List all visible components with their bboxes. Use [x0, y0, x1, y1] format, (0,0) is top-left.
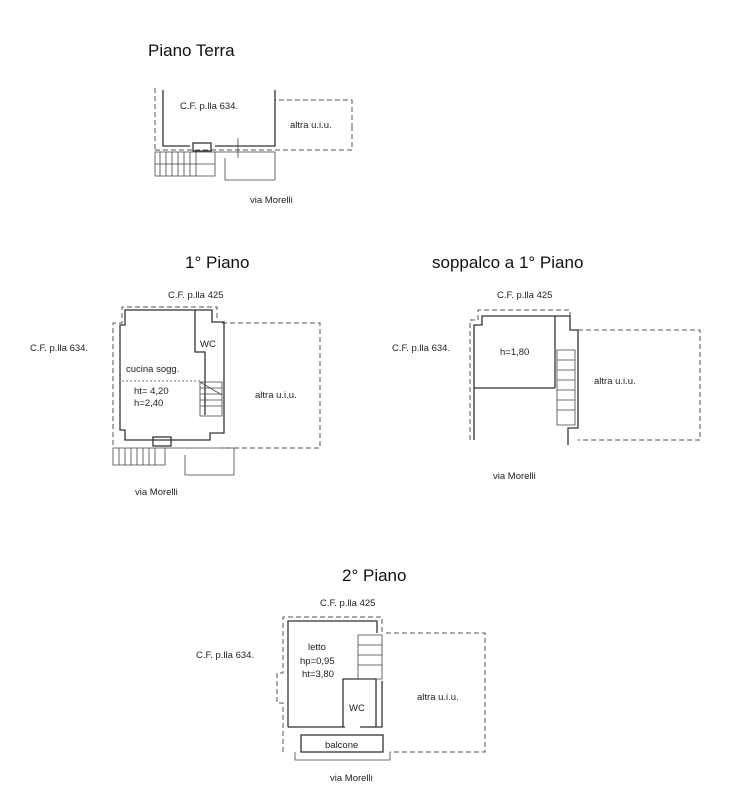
boundary-dashed	[112, 306, 321, 449]
height: h=1,80	[500, 347, 529, 358]
plan-title: 2° Piano	[342, 566, 406, 585]
balcony	[300, 734, 384, 753]
street-label: via Morelli	[250, 195, 293, 206]
walls	[473, 315, 556, 440]
sidewalk	[165, 447, 235, 476]
walls-right	[555, 315, 579, 445]
height-top: ht=3,80	[302, 669, 334, 680]
walls	[162, 90, 276, 147]
plan-piano-terra: Piano Terra C.F. p.lla 634. altra u.i.u.…	[148, 41, 353, 206]
room-label: cucina sogg.	[126, 364, 179, 375]
plan-title: Piano Terra	[148, 41, 235, 60]
parcel-top-label: C.F. p.lla 425	[168, 290, 223, 301]
other-unit-label: altra u.i.u.	[255, 390, 297, 401]
wc-wall	[194, 310, 206, 415]
plan-title: 1° Piano	[185, 253, 249, 272]
stairs	[357, 634, 383, 680]
sidewalk	[215, 151, 276, 181]
wc-label: WC	[349, 703, 365, 714]
plan-title: soppalco a 1° Piano	[432, 253, 583, 272]
street-label: via Morelli	[330, 773, 373, 784]
parcel-top-label: C.F. p.lla 425	[497, 290, 552, 301]
boundary-dashed	[154, 88, 353, 151]
section-mark	[232, 138, 244, 158]
height: h=2,40	[134, 398, 163, 409]
door	[152, 436, 172, 447]
balcony-label: balcone	[325, 740, 358, 751]
boundary-dashed	[469, 309, 701, 441]
plan-soppalco: soppalco a 1° Piano C.F. p.lla 425 C.F. …	[392, 253, 701, 482]
wc-label: WC	[200, 339, 216, 350]
street-label: via Morelli	[135, 487, 178, 498]
entrance-steps	[112, 447, 166, 466]
height-low: hp=0,95	[300, 656, 335, 667]
other-unit-label: altra u.i.u.	[290, 120, 332, 131]
entrance-steps	[154, 151, 216, 177]
walls	[119, 309, 225, 441]
parcel-left-label: C.F. p.lla 634.	[196, 650, 254, 661]
boundary-dashed	[276, 616, 486, 753]
balcony-edge	[294, 752, 391, 761]
parcel-left-label: C.F. p.lla 634.	[30, 343, 88, 354]
room-label: letto	[308, 642, 326, 653]
plan-primo-piano: 1° Piano C.F. p.lla 425 C.F. p.lla 634. …	[30, 253, 321, 498]
parcel-label: C.F. p.lla 634.	[180, 101, 238, 112]
other-unit-label: altra u.i.u.	[594, 376, 636, 387]
stairs	[199, 381, 223, 417]
street-label: via Morelli	[493, 471, 536, 482]
other-unit-label: altra u.i.u.	[417, 692, 459, 703]
parcel-top-label: C.F. p.lla 425	[320, 598, 375, 609]
plan-secondo-piano: 2° Piano C.F. p.lla 425 C.F. p.lla 634. …	[196, 566, 486, 784]
height-top: ht= 4,20	[134, 386, 169, 397]
door	[192, 142, 212, 152]
stairs	[556, 349, 576, 426]
parcel-left-label: C.F. p.lla 634.	[392, 343, 450, 354]
walls	[287, 620, 383, 728]
